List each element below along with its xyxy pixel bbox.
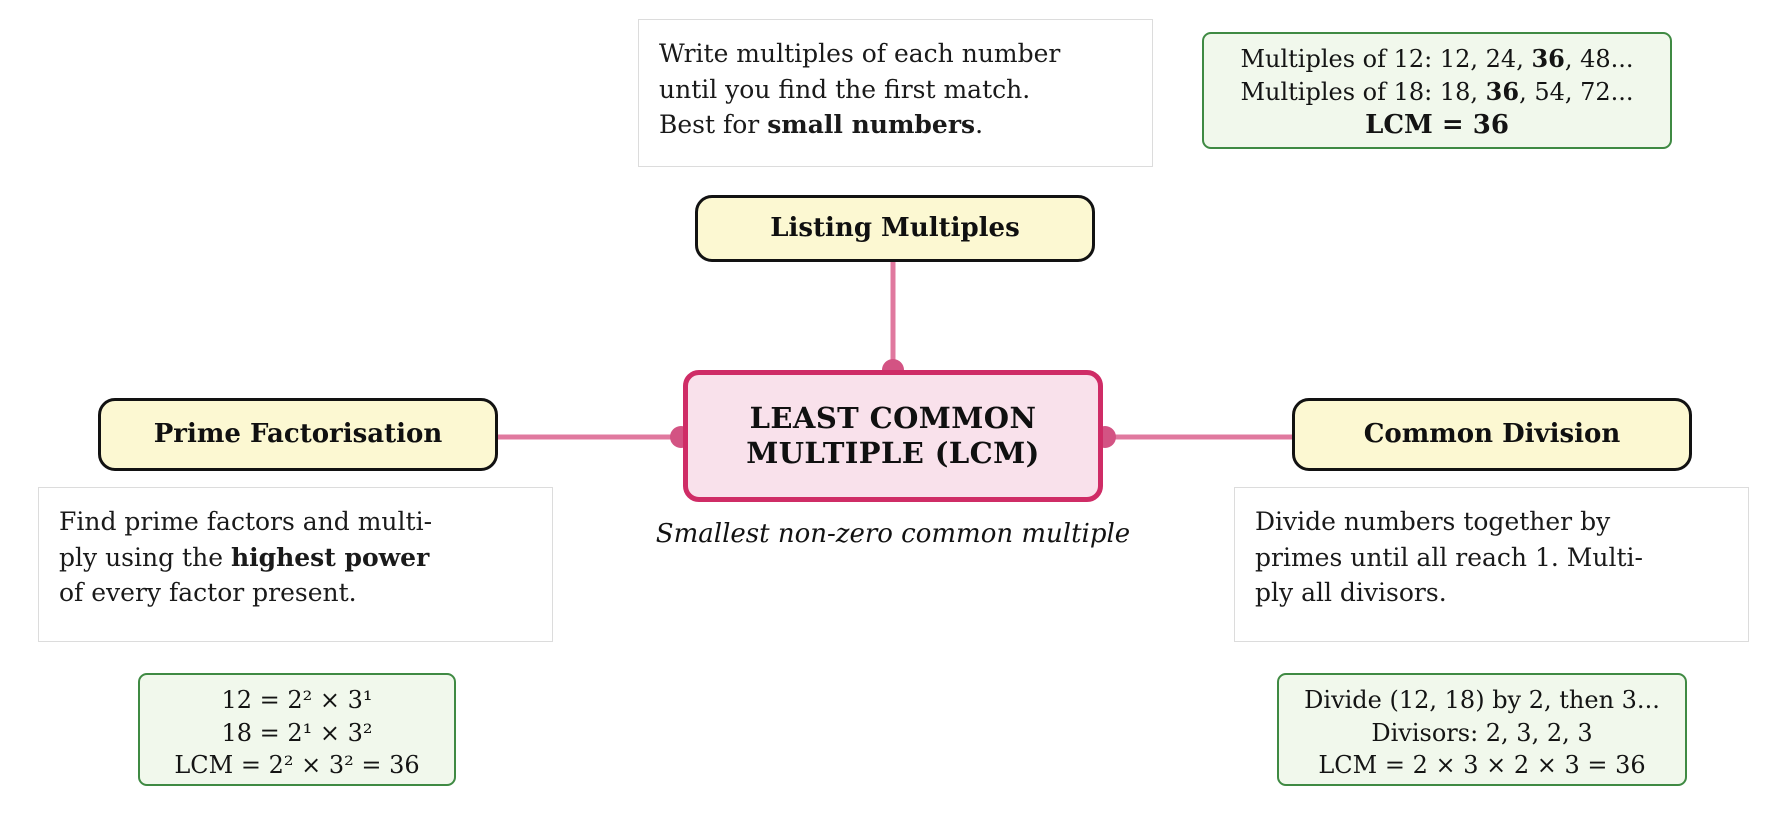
example-line-2: 18 = 2¹ × 3² — [221, 718, 373, 747]
example-line-2-bold: 36 — [1485, 76, 1520, 106]
example-line-1: 12 = 2² × 3¹ — [221, 686, 373, 714]
desc-line-2-bold: highest power — [230, 542, 430, 572]
example-line-3-bold: LCM = 36 — [1365, 110, 1509, 141]
example-box-common-division: Divide (12, 18) by 2, then 3... Divisors… — [1277, 673, 1687, 786]
example-box-prime-factorisation: 12 = 2² × 3¹ 18 = 2¹ × 3² LCM = 2² × 3² … — [138, 673, 456, 786]
example-line-2: Multiples of 18: 18, 36, 54, 72... — [1218, 76, 1656, 109]
example-line-2: Divisors: 2, 3, 2, 3 — [1371, 718, 1593, 747]
desc-line-1: Find prime factors and multi- — [59, 507, 433, 536]
center-node-label-line2: MULTIPLE (LCM) — [746, 436, 1040, 470]
desc-line-3: ply all divisors. — [1255, 578, 1447, 607]
desc-line-1: Write multiples of each number — [659, 39, 1061, 68]
example-line-1: Divide (12, 18) by 2, then 3... — [1304, 686, 1660, 714]
branch-label-common-division: Common Division — [1363, 418, 1621, 449]
example-line-3: LCM = 2 × 3 × 2 × 3 = 36 — [1318, 751, 1646, 780]
description-box-common-division: Divide numbers together by primes until … — [1234, 487, 1749, 642]
center-node-label-line1: LEAST COMMON — [749, 400, 1037, 435]
branch-label-prime-factorisation: Prime Factorisation — [153, 418, 443, 449]
example-line-1-prefix: Multiples of 12: 12, 24, — [1240, 45, 1532, 73]
branch-label-listing-multiples: Listing Multiples — [770, 212, 1020, 243]
branch-node-common-division[interactable]: Common Division — [1292, 398, 1692, 471]
desc-line-3-prefix: Best for — [659, 110, 768, 139]
desc-line-2-prefix: ply using the — [59, 542, 231, 572]
description-box-listing-multiples: Write multiples of each number until you… — [638, 19, 1153, 167]
description-box-prime-factorisation: Find prime factors and multi- ply using … — [38, 487, 553, 642]
example-line-3: LCM = 36 — [1218, 108, 1656, 143]
example-line-1-suffix: , 48... — [1564, 45, 1634, 73]
desc-line-1: Divide numbers together by — [1255, 507, 1611, 536]
desc-line-3: of every factor present. — [59, 578, 357, 607]
desc-line-2: ply using the highest power — [59, 540, 532, 576]
desc-line-2: until you find the first match. — [659, 74, 1031, 104]
desc-line-2: primes until all reach 1. Multi- — [1255, 542, 1643, 572]
desc-line-3-bold: small numbers — [767, 110, 976, 139]
desc-line-3: Best for small numbers. — [659, 107, 1132, 143]
example-line-2-suffix: , 54, 72... — [1519, 77, 1634, 106]
example-line-1-bold: 36 — [1531, 44, 1565, 73]
example-line-3: LCM = 2² × 3² = 36 — [174, 751, 420, 780]
center-subtitle: Smallest non-zero common multiple — [655, 519, 1131, 549]
example-line-1: Multiples of 12: 12, 24, 36, 48... — [1218, 43, 1656, 76]
center-node[interactable]: LEAST COMMON MULTIPLE (LCM) — [683, 370, 1103, 502]
branch-node-listing-multiples[interactable]: Listing Multiples — [695, 195, 1095, 262]
desc-line-3-suffix: . — [975, 110, 984, 139]
example-line-2-prefix: Multiples of 18: 18, — [1240, 77, 1486, 106]
example-box-listing-multiples: Multiples of 12: 12, 24, 36, 48... Multi… — [1202, 32, 1672, 149]
branch-node-prime-factorisation[interactable]: Prime Factorisation — [98, 398, 498, 471]
